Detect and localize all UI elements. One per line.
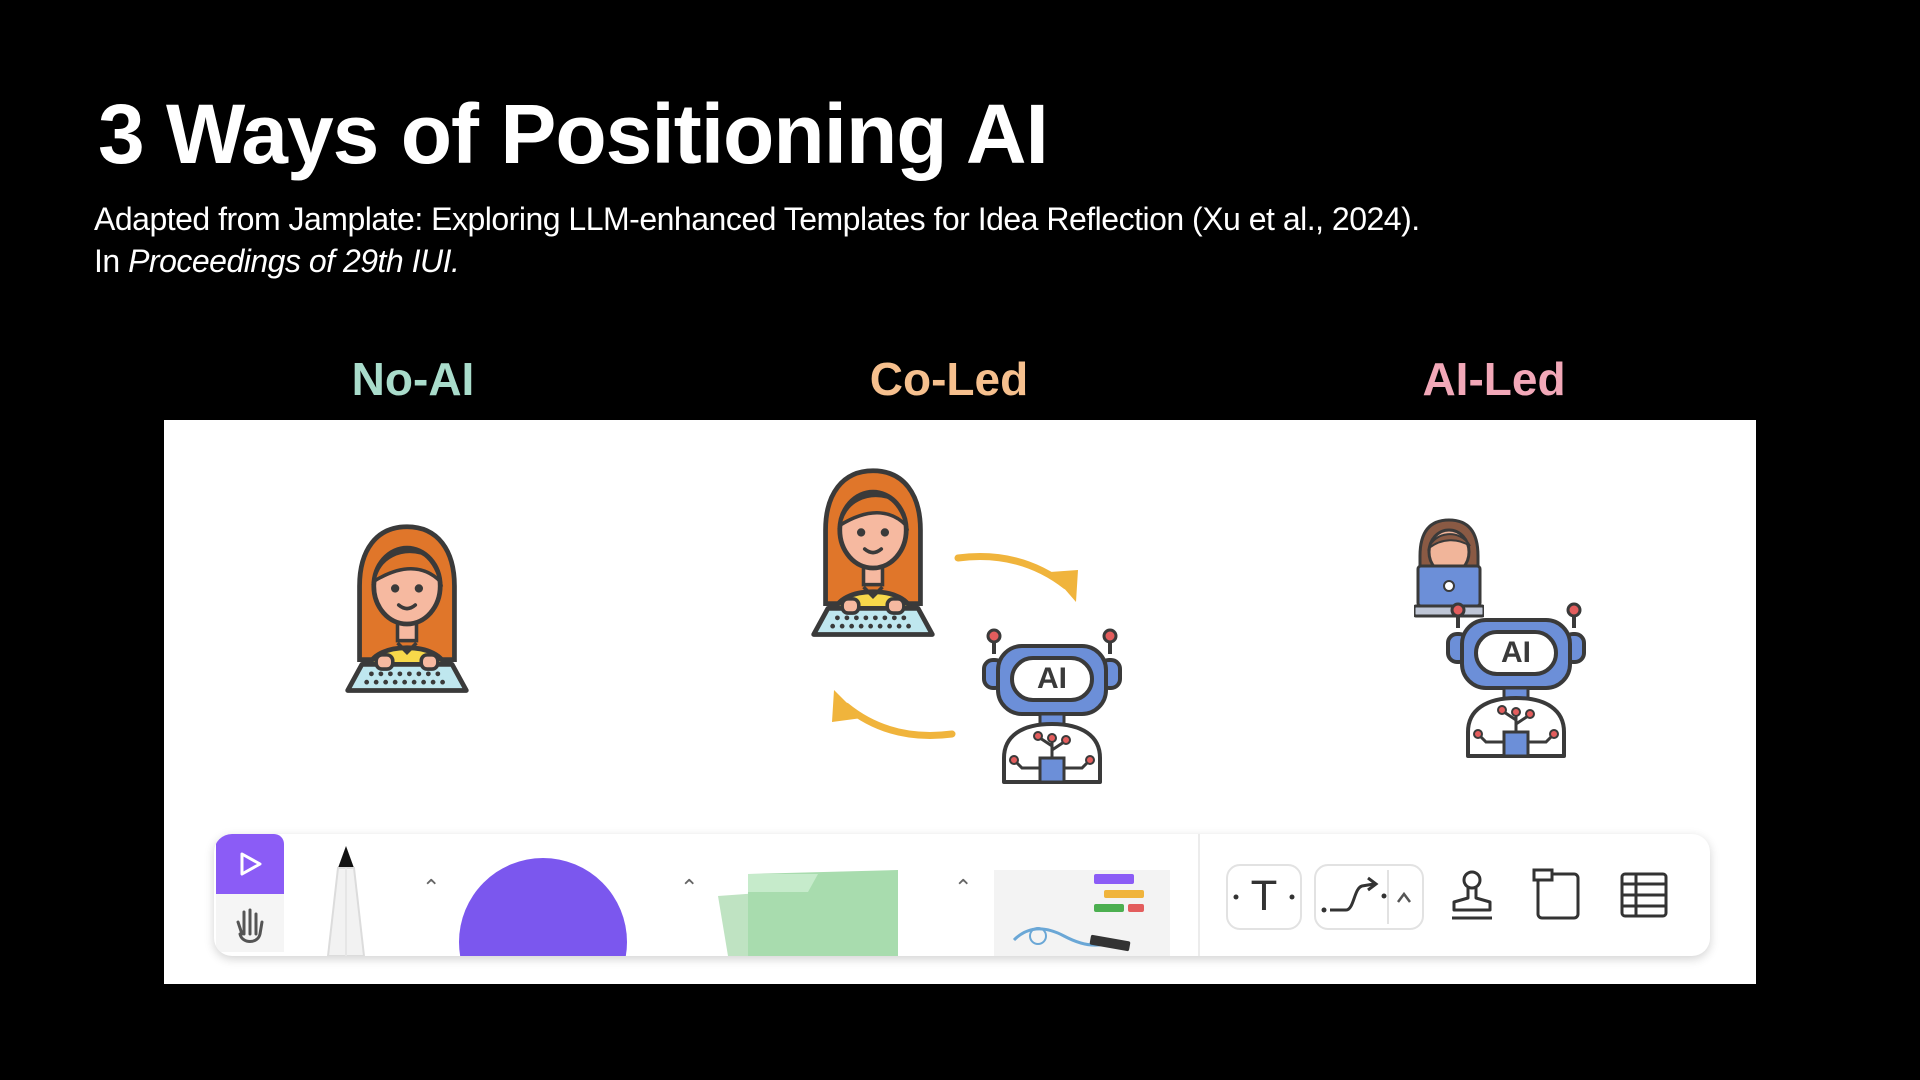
citation-line-1: Adapted from Jamplate: Exploring LLM-enh… (94, 201, 1420, 237)
templates-tool-button[interactable] (994, 860, 1170, 956)
person-at-keyboard-icon (312, 522, 502, 694)
cursor-icon (240, 852, 262, 876)
whiteboard-toolbar: ⌃ ⌃ ⌃ (214, 834, 1710, 956)
arrow-to-ai-icon (954, 553, 1078, 602)
person-at-laptop-icon (1414, 518, 1484, 618)
robot-icon: AI (1446, 598, 1586, 760)
stamp-icon (1452, 870, 1492, 920)
text-tool-dots-icon (1233, 894, 1295, 900)
person-at-keyboard-icon (778, 466, 968, 638)
figure-panel: AI AI (164, 420, 1756, 984)
robot-ai-label: AI (1037, 662, 1067, 695)
text-tool-glyph: T (1251, 874, 1277, 920)
connector-tool-button[interactable] (1314, 864, 1424, 930)
citation: Adapted from Jamplate: Exploring LLM-enh… (94, 198, 1420, 282)
select-tool-button[interactable] (216, 834, 284, 894)
robot-icon: AI (982, 624, 1122, 786)
frame-tool-button[interactable] (1524, 864, 1592, 926)
text-tool-button[interactable]: T (1226, 864, 1302, 930)
citation-venue: Proceedings of 29th IUI. (128, 243, 460, 279)
hand-icon (236, 908, 264, 943)
pen-icon (326, 846, 366, 956)
pen-tool-button[interactable] (314, 842, 378, 956)
pen-options-chevron-icon[interactable]: ⌃ (422, 876, 441, 901)
column-label-co-led: Co-Led (869, 353, 1029, 405)
connector-icon (1321, 870, 1411, 924)
circle-shape-icon (459, 858, 627, 956)
sticky-note-options-chevron-icon[interactable]: ⌃ (954, 876, 973, 901)
templates-icon (994, 870, 1170, 956)
frame-icon (1532, 868, 1580, 920)
stamp-tool-button[interactable] (1438, 864, 1506, 926)
sticky-note-icon (718, 870, 898, 956)
toolbar-divider (1198, 834, 1200, 956)
robot-ai-label: AI (1501, 636, 1531, 669)
arrow-to-human-icon (832, 690, 956, 739)
sticky-note-tool-button[interactable] (708, 856, 948, 956)
shape-tool-button[interactable] (458, 846, 628, 956)
table-icon (1620, 872, 1668, 918)
column-label-no-ai: No-AI (351, 353, 475, 405)
shape-options-chevron-icon[interactable]: ⌃ (680, 876, 699, 901)
citation-line-2: In Proceedings of 29th IUI. (94, 240, 1420, 282)
citation-prefix: In (94, 243, 129, 279)
column-label-ai-led: AI-Led (1422, 353, 1566, 405)
hand-tool-button[interactable] (216, 894, 284, 952)
slide-title: 3 Ways of Positioning AI (98, 87, 1049, 181)
table-tool-button[interactable] (1610, 864, 1678, 926)
